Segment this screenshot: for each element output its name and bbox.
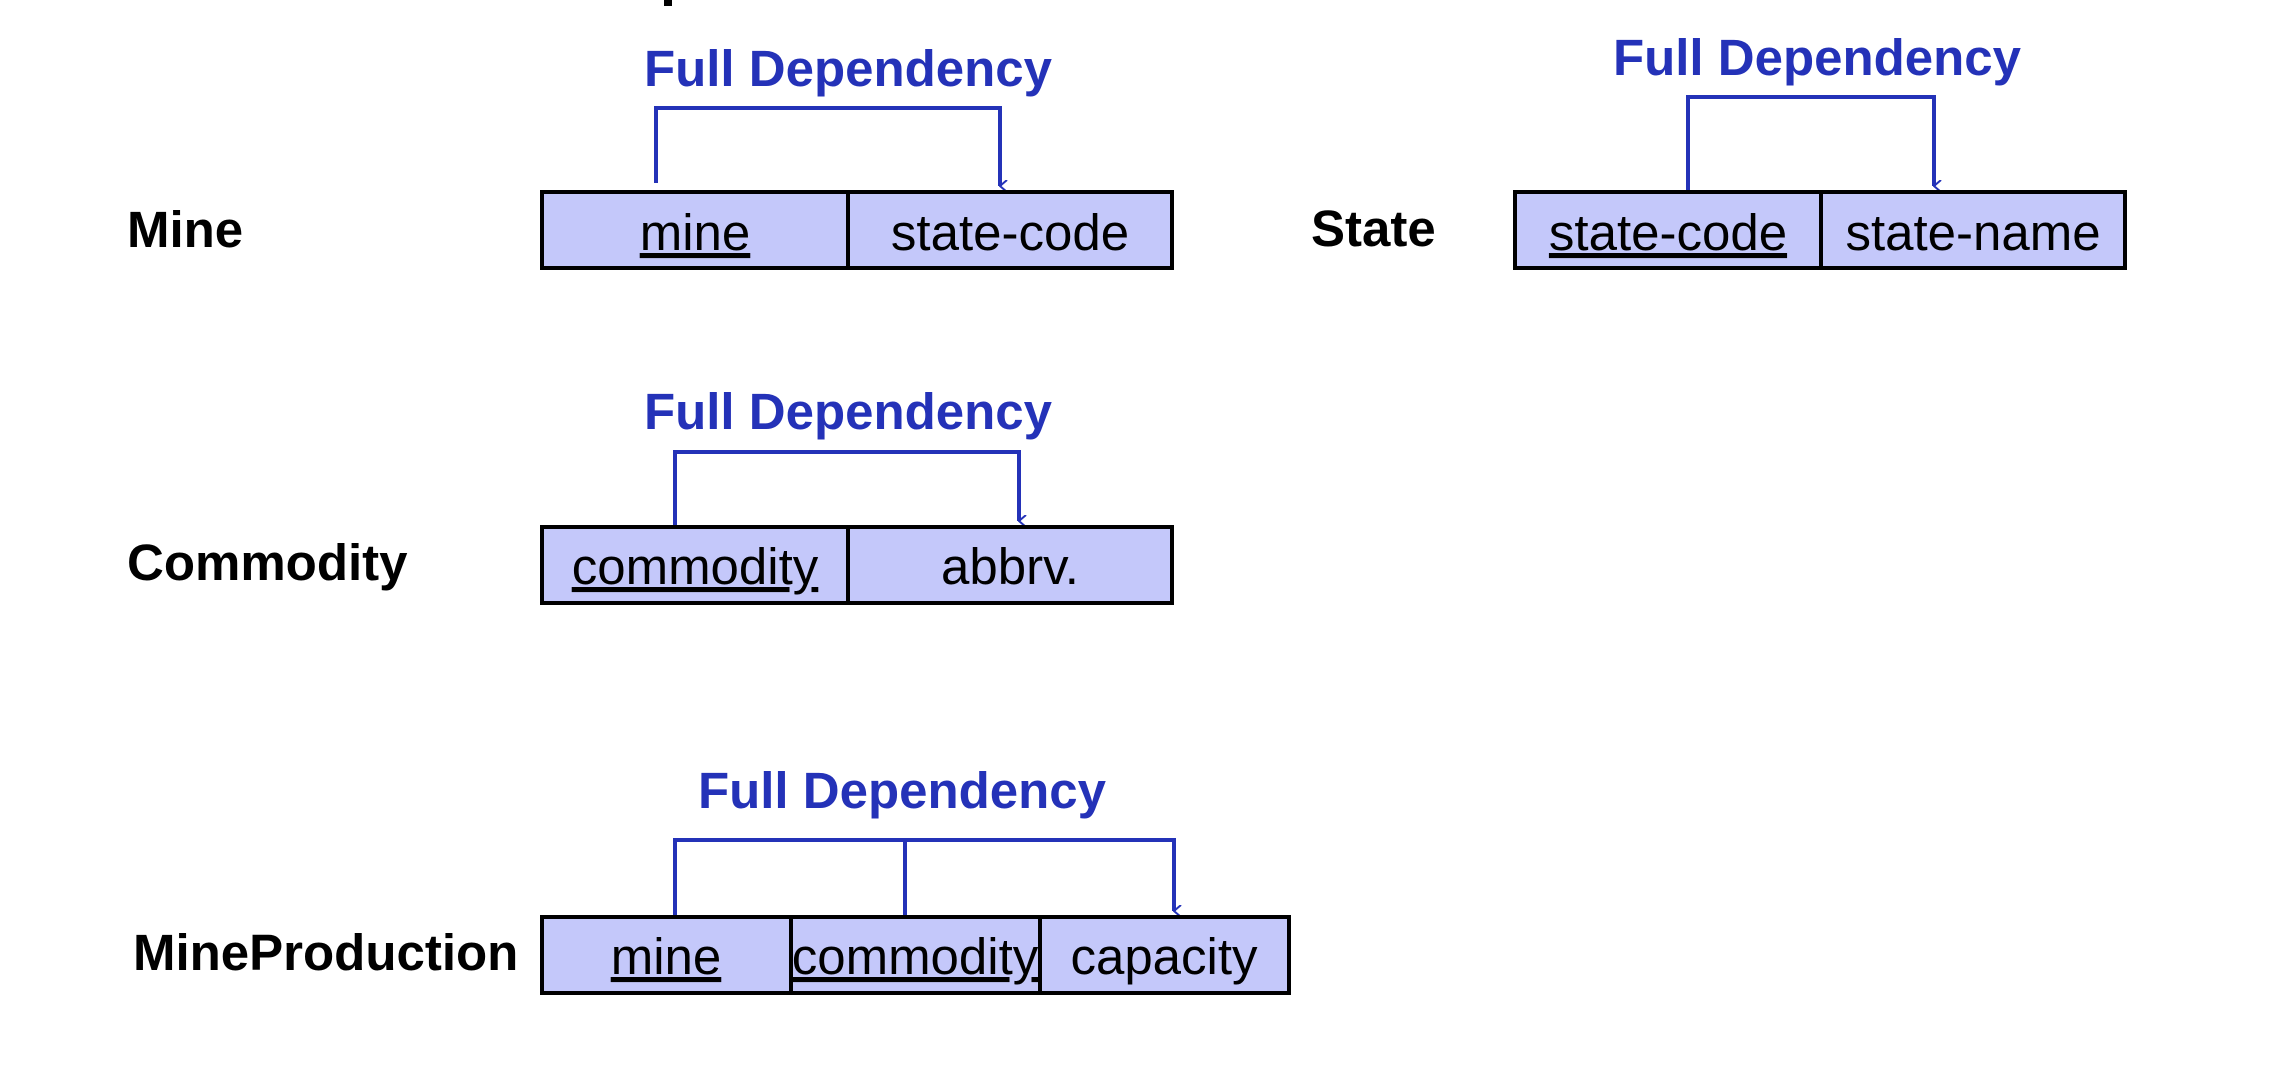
attribute-cell-state-code xyxy=(846,190,1174,270)
attribute-cell-mine xyxy=(540,190,850,270)
dependency-label: Full Dependency xyxy=(698,762,1107,819)
attribute-label-commodity: commodity xyxy=(792,928,1039,985)
relation-mineproduction: MineProduction Full Dependency mine comm… xyxy=(133,762,1291,995)
relation-commodity: Commodity Full Dependency commodity abbr… xyxy=(127,383,1174,605)
attribute-cell-state-name xyxy=(1819,190,2127,270)
dependency-label: Full Dependency xyxy=(1613,29,2022,86)
attribute-cell-state-code xyxy=(1513,190,1823,270)
attribute-label-state-code: state-code xyxy=(1549,204,1787,261)
attribute-label-commodity: commodity xyxy=(572,538,819,595)
attribute-label-state-code: state-code xyxy=(891,204,1129,261)
attribute-cell-abbrv xyxy=(846,525,1174,605)
attribute-label-mine: mine xyxy=(611,928,722,985)
dependency-arrow xyxy=(654,106,1000,186)
attribute-cell-capacity xyxy=(1038,915,1291,995)
attribute-label-abbrv: abbrv. xyxy=(941,538,1079,595)
relation-name: Mine xyxy=(127,201,243,258)
attribute-label-state-name: state-name xyxy=(1845,204,2100,261)
cropped-text-fragment xyxy=(664,0,672,6)
relation-name: MineProduction xyxy=(133,924,518,981)
relation-state: State Full Dependency state-code state-n… xyxy=(1311,29,2127,270)
dependency-arrow xyxy=(673,450,1019,526)
relation-name: Commodity xyxy=(127,534,408,591)
dependency-label: Full Dependency xyxy=(644,383,1053,440)
attribute-label-mine: mine xyxy=(640,204,751,261)
attribute-cell-commodity xyxy=(540,525,850,605)
attribute-label-capacity: capacity xyxy=(1070,928,1258,985)
dependency-arrow xyxy=(1686,95,1934,190)
relation-mine: Mine Full Dependency mine state-code xyxy=(127,40,1174,270)
dependency-label: Full Dependency xyxy=(644,40,1053,97)
dependency-arrow xyxy=(673,838,1174,916)
relation-name: State xyxy=(1311,200,1436,257)
